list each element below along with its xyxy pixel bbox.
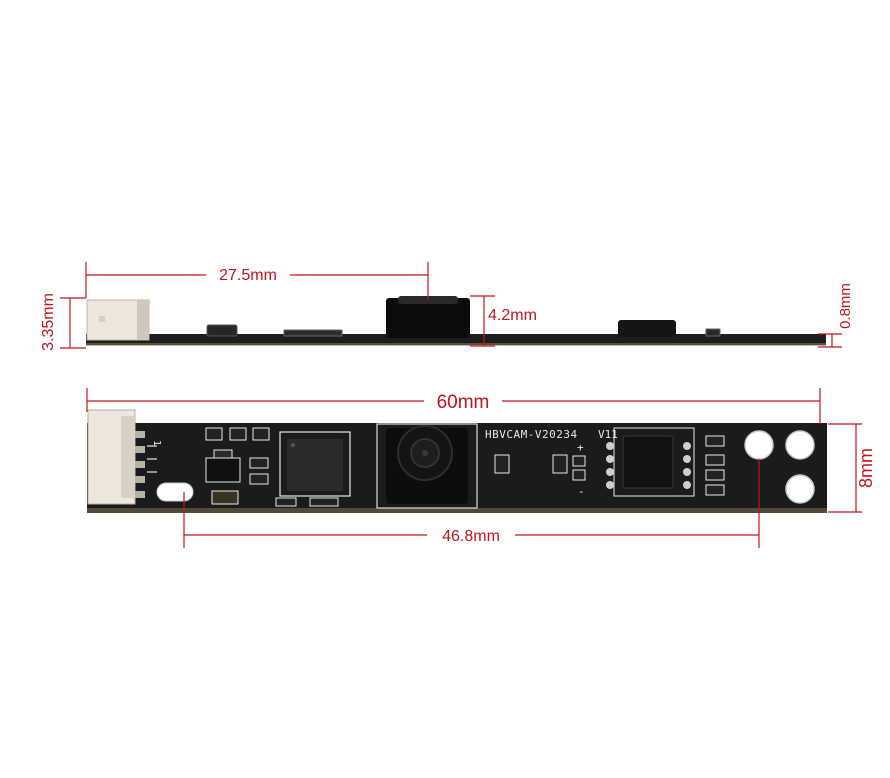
top-dimensions [86,388,862,548]
side-chip [618,320,676,337]
passive-bot-2 [309,497,339,507]
side-connector-mark [99,316,105,322]
passive-center-2 [552,454,568,474]
passive-right-3 [705,469,725,481]
passive-top-1 [205,427,223,441]
left-mounting-slot [156,482,194,502]
pin-one-marking: 1 [151,440,162,446]
mounting-hole-3 [785,474,815,504]
top-connector [87,409,145,505]
connector-pads [147,445,157,473]
board-version-text: V11 [598,428,618,441]
mounting-hole-2 [785,430,815,460]
flash-chip [622,435,674,489]
side-connector-shade [137,300,149,340]
lens-glass [422,450,428,456]
board-model-text: HBVCAM-V20234 [485,428,578,441]
side-component-1 [206,324,238,337]
flash-chip-outline [613,427,695,497]
passive-center-3 [572,455,586,467]
capacitor-1 [211,490,239,505]
passive-right-1 [705,435,725,447]
top-view: 1 HBVCAM-V20234 V11 + - [87,409,827,513]
dim-label-3-35: 3.35mm [40,293,57,351]
plus-marking: + [577,441,584,454]
side-component-2 [283,329,343,337]
passive-top-3 [252,427,270,441]
dim-label-46-8: 46.8mm [442,528,500,545]
controller-chip [287,439,343,491]
dim-label-0-8: 0.8mm [837,283,854,329]
passive-center-1 [494,454,510,474]
passive-mid-1 [249,457,269,469]
passive-right-2 [705,454,725,466]
flash-chip-pins [606,442,691,489]
passive-top-2 [229,427,247,441]
controller-chip-dot [291,443,295,447]
side-pcb [86,334,826,345]
dim-label-60: 60mm [437,392,490,413]
controller-chip-outline [279,431,351,497]
side-view [86,296,826,346]
side-lens [386,298,470,338]
passive-center-4 [572,469,586,481]
passive-bot-1 [275,497,297,507]
dim-label-27-5: 27.5mm [219,267,277,284]
minus-marking: - [578,485,585,498]
side-pcb-edge [86,343,826,346]
regulator-tab [213,449,233,459]
top-pcb-edge [87,508,827,513]
passive-right-4 [705,484,725,496]
side-dimensions [60,262,842,349]
lens-frame [376,423,478,509]
mounting-hole-1 [744,430,774,460]
passive-mid-2 [249,473,269,485]
dim-label-8: 8mm [856,448,876,488]
regulator-ic [205,457,241,483]
dim-label-4-2: 4.2mm [488,307,537,324]
side-component-3 [705,328,721,337]
